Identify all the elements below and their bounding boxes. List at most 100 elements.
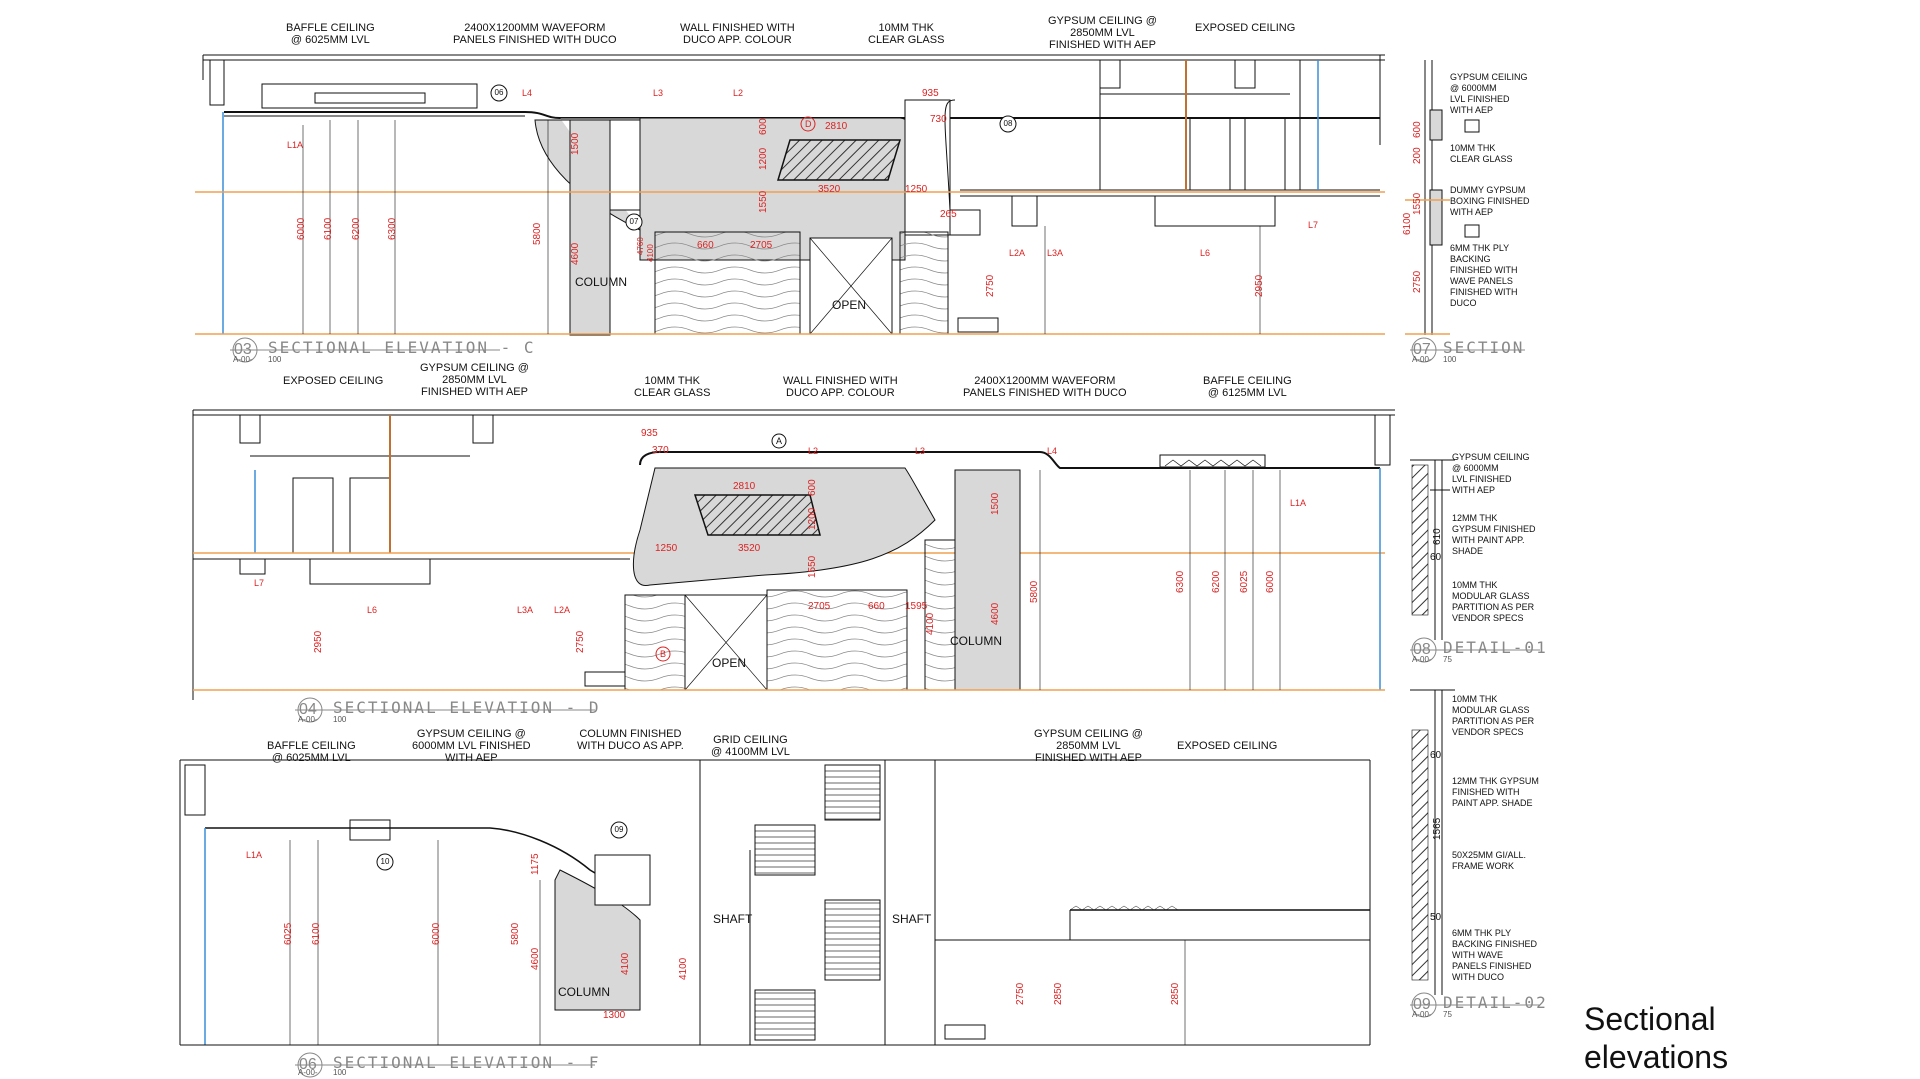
- elevation-f-dim-1175: 1175: [530, 853, 541, 875]
- elevation-f-shaft-label-1: SHAFT: [713, 912, 753, 926]
- section-07-note-1: GYPSUM CEILING @ 6000MM LVL FINISHED WIT…: [1450, 72, 1528, 115]
- detail-09-note-4: 6MM THK PLY BACKING FINISHED WITH WAVE P…: [1452, 928, 1538, 982]
- elevation-c-dim-1250: 1250: [905, 184, 928, 195]
- section-07-dim-200: 200: [1412, 147, 1423, 164]
- elevation-f-column-label: COLUMN: [558, 985, 611, 999]
- elevation-f-note-baffle: BAFFLE CEILING @ 6025MM LVL: [267, 740, 356, 764]
- section-07-note-4: 6MM THK PLY BACKING FINISHED WITH WAVE P…: [1450, 243, 1518, 308]
- elevation-c-dim-730: 730: [930, 114, 947, 125]
- elevation-c-dim-660: 660: [697, 240, 714, 251]
- elevation-c-dim-2810: 2810: [825, 121, 848, 132]
- detail-09-note-3: 50X25MM GI/ALL. FRAME WORK: [1452, 850, 1527, 871]
- elevation-d-dim-660: 660: [868, 601, 885, 612]
- elevation-f-dim-6100: 6100: [311, 922, 322, 945]
- elevation-c-tag-l3a: L3A: [1047, 248, 1064, 258]
- elevation-f-title: SECTIONAL ELEVATION - F: [333, 1053, 601, 1072]
- elevation-d-dim-2705: 2705: [808, 601, 831, 612]
- section-07-scale: 100: [1443, 355, 1457, 364]
- elevation-f-dim-5800: 5800: [510, 922, 521, 945]
- elevation-d-dim-6000: 6000: [1265, 570, 1276, 593]
- elevation-c-drawing: [195, 54, 1385, 336]
- sheet-caption-line-1: Sectional: [1584, 1001, 1716, 1037]
- elevation-c-tag-l3: L3: [653, 88, 664, 98]
- elevation-c-dim-6300: 6300: [387, 217, 398, 240]
- section-07-sheet-ref: A-00-: [1412, 355, 1432, 364]
- title-underlines: [230, 337, 1540, 1078]
- detail-08-note-1: GYPSUM CEILING @ 6000MM LVL FINISHED WIT…: [1452, 452, 1530, 495]
- section-07-drawing: [1405, 60, 1480, 335]
- elevation-c-scale: 100: [268, 355, 282, 364]
- detail-09-drawing: [1410, 689, 1455, 995]
- elevation-d-dim-1250: 1250: [655, 543, 678, 554]
- detail-08-drawing: [1410, 459, 1455, 640]
- elevation-d-open-label: OPEN: [712, 656, 747, 670]
- detail-08-title: DETAIL-01: [1443, 638, 1548, 657]
- elevation-c-dim-6100: 6100: [323, 217, 334, 240]
- elevation-f-dim-2750: 2750: [1015, 982, 1026, 1005]
- elevation-c-callout-07: 07: [629, 217, 639, 226]
- elevation-f-note-column: COLUMN FINISHED WITH DUCO AS APP.: [577, 728, 684, 752]
- elevation-c-callout-08: 08: [1003, 119, 1013, 128]
- elevation-c-note-waveform: 2400X1200MM WAVEFORM PANELS FINISHED WIT…: [453, 22, 617, 46]
- callout-circles: [376, 84, 1017, 871]
- elevation-d-dim-6200: 6200: [1211, 570, 1222, 593]
- elevation-f-scale: 100: [333, 1068, 347, 1077]
- elevation-d-dim-600: 600: [807, 479, 818, 496]
- elevation-c-dim-600: 600: [758, 118, 769, 135]
- section-07-dim-6100: 6100: [1402, 212, 1413, 235]
- elevation-c-dim-935: 935: [922, 88, 939, 99]
- elevation-d-dim-2810: 2810: [733, 481, 756, 492]
- detail-09-sheet-ref: A-00-: [1412, 1010, 1432, 1019]
- elevation-c-dim-265: 265: [940, 209, 957, 220]
- elevation-c-tag-l4: L4: [522, 88, 533, 98]
- elevation-f-callout-10: 10: [380, 857, 390, 866]
- elevation-c-tag-l6: L6: [1200, 248, 1211, 258]
- elevation-d-dim-6300: 6300: [1175, 570, 1186, 593]
- detail-08-dim-610: 610: [1432, 528, 1443, 545]
- elevation-c-note-wall: WALL FINISHED WITH DUCO APP. COLOUR: [680, 22, 795, 46]
- elevation-d-drawing: [192, 409, 1395, 700]
- detail-08-note-2: 12MM THK GYPSUM FINISHED WITH PAINT APP.…: [1452, 513, 1536, 556]
- elevation-f-drawing: [179, 759, 1371, 1046]
- elevation-f-dim-2850-b: 2850: [1170, 982, 1181, 1005]
- elevation-d-note-glass: 10MM THK CLEAR GLASS: [634, 375, 711, 399]
- elevation-c-callout-06: 06: [494, 88, 504, 97]
- elevation-c-dim-2750: 2750: [985, 274, 996, 297]
- detail-09-dim-60: 60: [1430, 750, 1442, 761]
- elevation-f-dim-4600: 4600: [530, 947, 541, 970]
- elevation-c-dim-4600: 4600: [570, 242, 581, 265]
- elevation-c-note-glass: 10MM THK CLEAR GLASS: [868, 22, 945, 46]
- elevation-c-dim-1550: 1550: [758, 190, 769, 213]
- elevation-c-tag-l7: L7: [1308, 220, 1319, 230]
- elevation-f-dim-6000: 6000: [431, 922, 442, 945]
- detail-08-scale: 75: [1443, 655, 1452, 664]
- elevation-d-dim-1500: 1500: [990, 492, 1001, 515]
- elevation-c-dim-2950: 2950: [1254, 274, 1265, 297]
- elevation-f-number: 06: [299, 1056, 317, 1073]
- detail-09-number: 09: [1413, 996, 1431, 1013]
- elevation-d-tag-l2: L2: [808, 446, 819, 456]
- elevation-d-dim-2950: 2950: [313, 630, 324, 653]
- elevation-c-dim-6000: 6000: [296, 217, 307, 240]
- elevation-f-callout-09: 09: [614, 825, 624, 834]
- elevation-f-dim-4100-b: 4100: [678, 957, 689, 980]
- elevation-f-shaft-label-2: SHAFT: [892, 912, 932, 926]
- elevation-d-title: SECTIONAL ELEVATION - D: [333, 698, 601, 717]
- elevation-d-dim-1200: 1200: [807, 507, 818, 530]
- elevation-f-dim-6025: 6025: [283, 922, 294, 945]
- elevation-c-sheet-ref: A-00-: [233, 355, 253, 364]
- section-07-dim-2750: 2750: [1412, 270, 1423, 293]
- elevation-c-dim-6200: 6200: [351, 217, 362, 240]
- elevation-d-column-label: COLUMN: [950, 634, 1003, 648]
- elevation-c-note-exposed: EXPOSED CEILING: [1195, 22, 1296, 34]
- elevation-d-tag-l1a: L1A: [1290, 498, 1307, 508]
- detail-08-dim-60: 60: [1430, 552, 1442, 563]
- elevation-c-dim-3520: 3520: [818, 184, 841, 195]
- detail-08-number: 08: [1413, 641, 1431, 658]
- elevation-d-dim-935: 935: [641, 428, 658, 439]
- elevation-d-dim-1595: 1595: [905, 601, 928, 612]
- elevation-c-tag-l1a: L1A: [287, 140, 304, 150]
- detail-09-scale: 75: [1443, 1010, 1452, 1019]
- elevation-d-note-waveform: 2400X1200MM WAVEFORM PANELS FINISHED WIT…: [963, 375, 1127, 399]
- elevation-c-tag-l2: L2: [733, 88, 744, 98]
